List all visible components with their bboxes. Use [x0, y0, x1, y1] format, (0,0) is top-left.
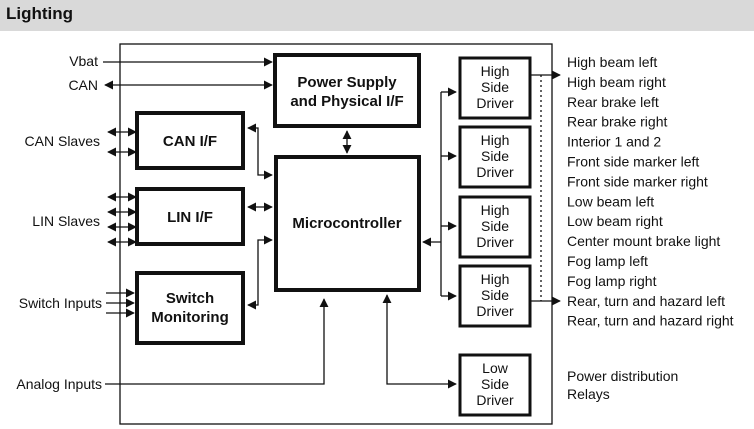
high-side-driver-4: [458, 264, 532, 328]
low-side-output-1: Power distribution: [567, 368, 678, 384]
output-label: Low beam left: [567, 193, 654, 209]
output-label: Front side marker right: [567, 173, 708, 189]
analog-inputs-label: Analog Inputs: [16, 376, 102, 392]
module-outline: [119, 43, 553, 425]
hsd1-label-3: Driver: [476, 95, 514, 111]
lsd-label-3: Driver: [476, 392, 514, 408]
hsd3-label-2: Side: [481, 218, 509, 234]
hsd4-label-1: High: [481, 271, 510, 287]
power-supply-label-2: and Physical I/F: [290, 93, 403, 110]
low-side-driver: [458, 353, 532, 417]
hsd3-label-3: Driver: [476, 234, 514, 250]
lin-slaves-label: LIN Slaves: [32, 213, 100, 229]
output-label: Rear, turn and hazard left: [567, 293, 725, 309]
output-label: Rear, turn and hazard right: [567, 313, 734, 329]
output-label: Center mount brake light: [567, 233, 720, 249]
switch-monitoring-label-2: Monitoring: [151, 309, 228, 326]
hsd1-label-2: Side: [481, 79, 509, 95]
lsd-label-2: Side: [481, 376, 509, 392]
high-side-driver-1: [458, 56, 532, 120]
switch-monitoring-block: [135, 271, 245, 345]
low-side-output-2: Relays: [567, 386, 610, 402]
output-label: Interior 1 and 2: [567, 134, 661, 150]
hsd2-label-1: High: [481, 132, 510, 148]
can-slaves-label: CAN Slaves: [25, 133, 100, 149]
can-label: CAN: [68, 77, 98, 93]
microcontroller-block: [274, 155, 421, 292]
output-label: Fog lamp right: [567, 273, 657, 289]
mcu-low-side-line: [382, 294, 457, 389]
lin-if-label: LIN I/F: [167, 209, 213, 226]
high-side-driver-2: [458, 125, 532, 189]
lsd-label-1: Low: [482, 360, 509, 376]
analog-input-line: [105, 298, 329, 385]
hsd3-label-1: High: [481, 202, 510, 218]
output-label: High beam left: [567, 54, 657, 70]
canif-mcu-line: [247, 123, 273, 180]
power-supply-block: [273, 53, 421, 128]
switch-monitoring-label-1: Switch: [166, 290, 214, 307]
switch-mcu-line: [247, 235, 273, 310]
section-header: Lighting: [0, 0, 754, 31]
hsd4-label-2: Side: [481, 287, 509, 303]
can-if-label: CAN I/F: [163, 133, 217, 150]
output-label: Fog lamp left: [567, 253, 648, 269]
can-if-block: [135, 111, 245, 170]
hsd2-label-3: Driver: [476, 164, 514, 180]
output-label: Front side marker left: [567, 154, 699, 170]
output-label: Low beam right: [567, 213, 663, 229]
microcontroller-label: Microcontroller: [292, 215, 401, 232]
high-side-driver-3: [458, 195, 532, 259]
hsd1-label-1: High: [481, 63, 510, 79]
switch-inputs-label: Switch Inputs: [19, 295, 102, 311]
output-label: Rear brake left: [567, 94, 659, 110]
lin-if-block: [135, 187, 245, 246]
section-title: Lighting: [6, 4, 74, 23]
output-label: Rear brake right: [567, 114, 667, 130]
output-label: High beam right: [567, 74, 666, 90]
hsd4-label-3: Driver: [476, 303, 514, 319]
power-supply-label-1: Power Supply: [297, 74, 397, 91]
hsd2-label-2: Side: [481, 148, 509, 164]
vbat-label: Vbat: [69, 53, 98, 69]
